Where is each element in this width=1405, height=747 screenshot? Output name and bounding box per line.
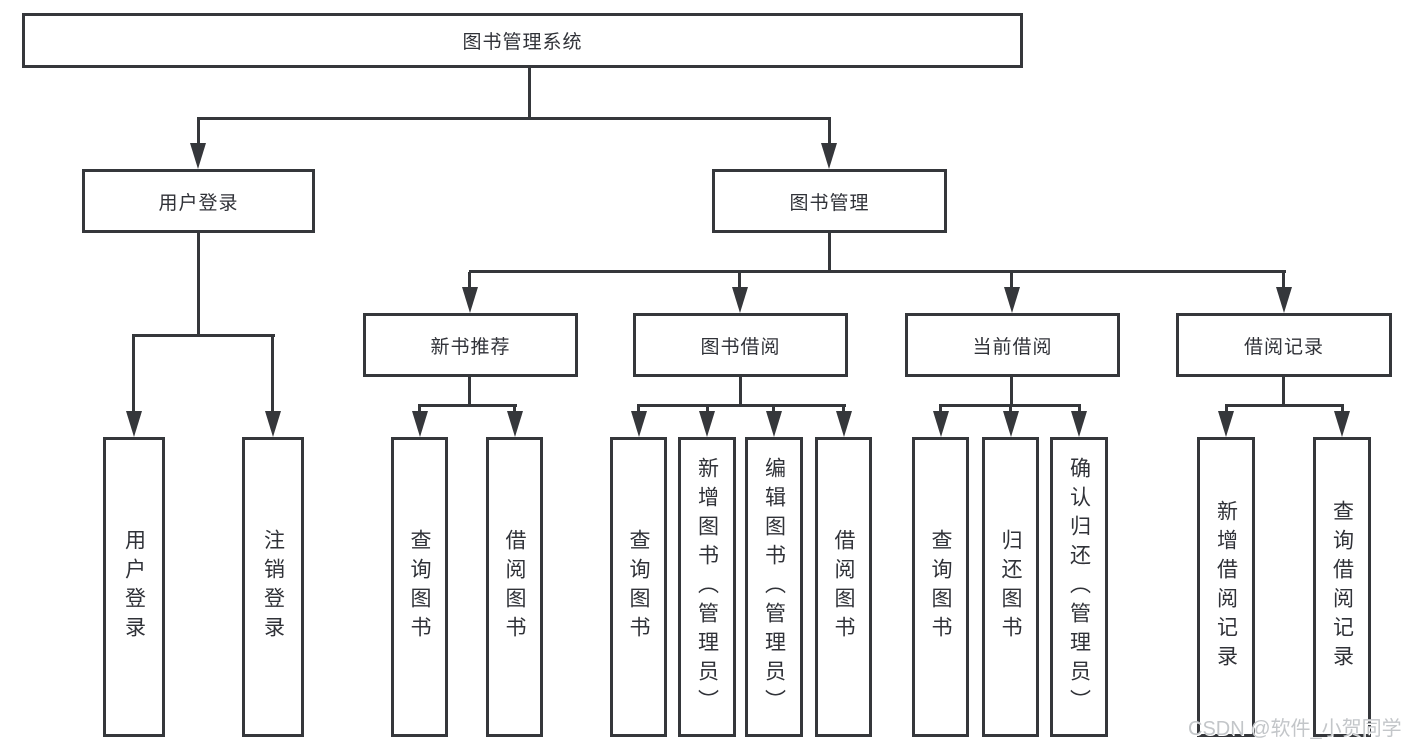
connector-vline (1010, 377, 1013, 406)
watermark: CSDN @软件_小贺同学 (1188, 718, 1402, 740)
node-label: 编辑图书（管理员） (762, 456, 786, 718)
node-label: 归还图书 (999, 529, 1022, 645)
leaf-borrow-books-recommend: 借阅图书 (486, 437, 543, 737)
leaf-add-book-admin: 新增图书（管理员） (678, 437, 736, 737)
arrow-down-icon (821, 143, 837, 169)
node-label: 借阅记录 (1243, 336, 1324, 358)
connector-vline (1010, 272, 1013, 289)
leaf-user-login: 用户登录 (103, 437, 165, 737)
node-label: 借阅图书 (832, 529, 855, 645)
arrow-down-icon (507, 411, 523, 437)
connector-vline (197, 118, 200, 148)
leaf-query-books-recommend: 查询图书 (391, 437, 448, 737)
node-label: 注销登录 (261, 529, 285, 645)
connector-hline (1225, 404, 1344, 407)
connector-vline (468, 272, 471, 289)
node-label: 查询借阅记录 (1330, 500, 1354, 674)
connector-vline (197, 233, 200, 336)
node-book-management: 图书管理 (712, 169, 947, 233)
connector-vline (637, 406, 640, 414)
node-library-management-system: 图书管理系统 (22, 13, 1023, 68)
connector-vline (1282, 272, 1285, 289)
arrow-down-icon (631, 411, 647, 437)
leaf-confirm-return-admin: 确认归还（管理员） (1050, 437, 1108, 737)
leaf-query-borrow-record: 查询借阅记录 (1313, 437, 1371, 737)
connector-vline (1282, 377, 1285, 406)
arrow-down-icon (1003, 411, 1019, 437)
connector-vline (132, 336, 135, 414)
leaf-query-books-current: 查询图书 (912, 437, 969, 737)
connector-hline (637, 404, 846, 407)
arrow-down-icon (766, 411, 782, 437)
leaf-add-borrow-record: 新增借阅记录 (1197, 437, 1255, 737)
arrow-down-icon (933, 411, 949, 437)
node-label: 用户登录 (122, 529, 146, 645)
connector-vline (1341, 406, 1344, 414)
leaf-logout: 注销登录 (242, 437, 304, 737)
connector-vline (706, 406, 709, 414)
arrow-down-icon (1004, 287, 1020, 313)
node-label: 图书管理系统 (462, 32, 583, 53)
connector-vline (828, 233, 831, 272)
node-label: 查询图书 (627, 529, 650, 645)
node-label: 图书借阅 (700, 336, 781, 358)
arrow-down-icon (126, 411, 142, 437)
connector-hline (939, 404, 1081, 407)
node-label: 查询图书 (408, 529, 431, 645)
arrow-down-icon (1334, 411, 1350, 437)
node-label: 借阅图书 (503, 529, 526, 645)
leaf-query-books-borrowing: 查询图书 (610, 437, 667, 737)
arrow-down-icon (190, 143, 206, 169)
arrow-down-icon (732, 287, 748, 313)
node-label: 新增图书（管理员） (695, 456, 719, 718)
arrow-down-icon (462, 287, 478, 313)
node-label: 当前借阅 (972, 336, 1053, 358)
connector-hline (197, 117, 831, 120)
node-current-borrowing: 当前借阅 (905, 313, 1120, 377)
node-label: 用户登录 (158, 192, 239, 214)
arrow-down-icon (412, 411, 428, 437)
connector-vline (1078, 406, 1081, 414)
connector-vline (468, 377, 471, 406)
arrow-down-icon (1218, 411, 1234, 437)
connector-vline (842, 406, 845, 414)
leaf-edit-book-admin: 编辑图书（管理员） (745, 437, 803, 737)
node-label: 确认归还（管理员） (1067, 456, 1091, 718)
node-borrowing-records: 借阅记录 (1176, 313, 1392, 377)
node-label: 新增借阅记录 (1214, 500, 1238, 674)
connector-hline (469, 270, 1286, 273)
arrow-down-icon (699, 411, 715, 437)
leaf-borrow-books: 借阅图书 (815, 437, 872, 737)
connector-vline (1225, 406, 1228, 414)
connector-vline (418, 406, 421, 414)
connector-hline (132, 334, 275, 337)
node-label: 查询图书 (929, 529, 952, 645)
arrow-down-icon (1276, 287, 1292, 313)
node-label: 图书管理 (789, 192, 870, 214)
node-label: 新书推荐 (430, 336, 511, 358)
arrow-down-icon (265, 411, 281, 437)
arrow-down-icon (1071, 411, 1087, 437)
connector-vline (1009, 406, 1012, 414)
connector-vline (528, 68, 531, 118)
arrow-down-icon (836, 411, 852, 437)
connector-vline (828, 118, 831, 148)
node-book-borrowing: 图书借阅 (633, 313, 848, 377)
connector-vline (513, 406, 516, 414)
connector-vline (939, 406, 942, 414)
connector-vline (271, 336, 274, 414)
connector-vline (738, 272, 741, 289)
node-user-login: 用户登录 (82, 169, 315, 233)
node-new-book-recommendation: 新书推荐 (363, 313, 578, 377)
connector-vline (739, 377, 742, 406)
connector-vline (772, 406, 775, 414)
leaf-return-books: 归还图书 (982, 437, 1039, 737)
connector-hline (418, 404, 517, 407)
